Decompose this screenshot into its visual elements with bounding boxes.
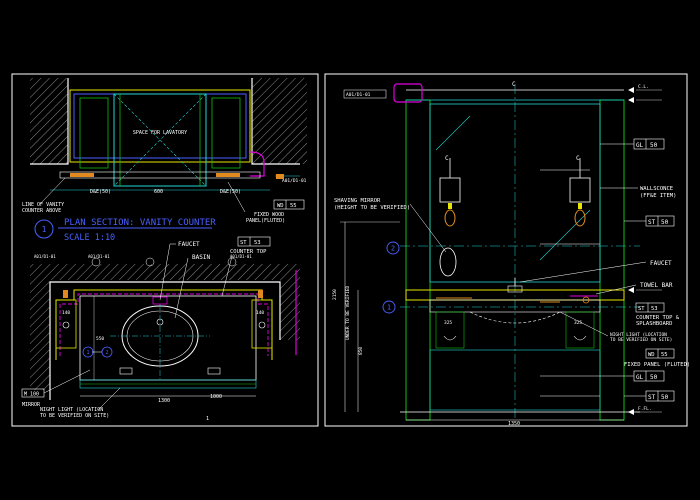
plan-labels: FAUCET BASIN ST 53 COUNTER TOP: [159, 236, 271, 319]
elev-fixed-panel-label: FIXED PANEL (FLUTED): [624, 362, 690, 368]
svg-text:NIGHT LIGHT (LOCATION TO: NIGHT LIGHT (LOCATION TO BE VERIFIED ON …: [610, 332, 672, 343]
svg-text:50: 50: [650, 374, 658, 381]
plan-counter-top-label: COUNTER TOP: [230, 249, 267, 255]
svg-text:C: C: [576, 155, 580, 162]
svg-text:850: 850: [358, 347, 364, 355]
sconce-right: [569, 158, 591, 227]
svg-text:55: 55: [290, 203, 297, 209]
svg-text:A01/D1-01: A01/D1-01: [88, 254, 110, 259]
svg-text:COUNTER TOP & SPLASHBOAR: COUNTER TOP & SPLASHBOARD: [636, 315, 682, 327]
plan-scale: SCALE 1:10: [64, 233, 115, 243]
svg-text:C: C: [445, 155, 449, 162]
svg-text:PANEL(FLUTED): PANEL(FLUTED): [246, 218, 285, 224]
svg-text:ST: ST: [240, 240, 247, 246]
space-for-lavatory-label: SPACE FOR LAVATORY: [133, 130, 187, 136]
svg-text:ST: ST: [648, 219, 656, 226]
plan-dim-bottom: 1300: [158, 398, 170, 404]
sconce-left: [439, 158, 461, 227]
svg-text:A01/D1-01: A01/D1-01: [34, 254, 56, 259]
svg-text:A01/D1-01: A01/D1-01: [346, 92, 371, 98]
svg-text:53: 53: [254, 240, 261, 246]
elev-dim-bottom: 1350: [508, 421, 520, 427]
elev-faucet-label: FAUCET: [650, 260, 672, 267]
svg-text:D&E(50): D&E(50): [90, 189, 111, 195]
title-bubble-number: 1: [42, 225, 47, 234]
line-of-vanity-callout: LINE OF VANITY COUNTER ABOVE: [22, 177, 67, 214]
elev-callout-2: 2: [391, 245, 395, 253]
plan-bottom-labels: M 100 MIRROR NIGHT LIGHT (LOCATION TO BE…: [21, 369, 209, 422]
svg-text:50: 50: [661, 394, 669, 401]
svg-text:A01/D1-01: A01/D1-01: [230, 254, 252, 259]
svg-text:FIXED WOOD: FIXED WOOD: [254, 212, 284, 218]
svg-text:C.L.: C.L.: [638, 84, 649, 90]
svg-text:140: 140: [62, 310, 70, 316]
plan-faucet-label: FAUCET: [178, 241, 200, 248]
elev-vertical-text: UNDER TO BE VERIFIED: [345, 286, 351, 340]
section-marker-top: A01/D1-01: [275, 174, 307, 184]
svg-text:2150: 2150: [332, 289, 338, 300]
line-of-vanity-line1: LINE OF VANITY: [22, 202, 64, 208]
wd-tag-plan: WD 55 FIXED WOOD PANEL(FLUTED): [227, 181, 305, 224]
elevation-labels: GL 50 WALLSCONCE (FF&E ITEM) ST 50 FAUCE…: [334, 138, 690, 402]
svg-text:600: 600: [154, 189, 163, 195]
svg-text:NIGHT LIGHT (LOCATION TO: NIGHT LIGHT (LOCATION TO BE VERIFIED ON …: [40, 407, 109, 419]
svg-text:325: 325: [444, 320, 452, 326]
svg-text:1000: 1000: [210, 394, 222, 400]
plan-callout-2: 2: [105, 350, 108, 356]
svg-text:550: 550: [96, 336, 104, 342]
svg-text:D&E(50): D&E(50): [220, 189, 241, 195]
svg-text:325: 325: [574, 320, 582, 326]
svg-text:50: 50: [650, 142, 658, 149]
level-markers: C.L. F.FL.: [628, 84, 662, 415]
wall-hatch-right: [252, 78, 307, 164]
plan-title-block: 1 PLAN SECTION: VANITY COUNTER SCALE 1:1…: [34, 218, 216, 243]
svg-text:SHAVING MIRROR (HEIGHT T: SHAVING MIRROR (HEIGHT TO BE VERIFIED): [334, 198, 410, 211]
svg-text:55: 55: [661, 352, 668, 358]
svg-text:M 100: M 100: [24, 392, 39, 398]
svg-text:ST: ST: [648, 394, 656, 401]
plan-top: D&E(50) 600 D&E(50) SPACE FOR LAVATORY: [30, 78, 307, 195]
svg-text:ST: ST: [638, 306, 645, 312]
svg-text:WD: WD: [277, 203, 284, 209]
svg-text:GL: GL: [636, 374, 644, 381]
line-of-vanity-line2: COUNTER ABOVE: [22, 208, 61, 214]
plan-callout-1: 1: [86, 350, 89, 356]
svg-text:WD: WD: [648, 352, 655, 358]
elevation: A01/D1-01 C C C 2 1: [332, 81, 662, 427]
svg-text:A01/D1-01: A01/D1-01: [282, 178, 307, 184]
wall-hatch-left: [30, 78, 68, 164]
plan-title: PLAN SECTION: VANITY COUNTER: [64, 218, 216, 228]
svg-text:LINE OF VANITY COUNTER A: LINE OF VANITY COUNTER ABOVE: [22, 202, 67, 214]
svg-text:WALLSCONCE (FF&E ITEM): WALLSCONCE (FF&E ITEM): [640, 186, 676, 199]
plan-basin-label: BASIN: [192, 254, 210, 261]
svg-text:GL: GL: [636, 142, 644, 149]
plan-mirror-label: MIRROR: [22, 402, 41, 408]
svg-text:140: 140: [256, 310, 264, 316]
page-number: 1: [206, 416, 209, 422]
elev-towel-bar-label: TOWEL BAR: [640, 282, 673, 289]
svg-text:53: 53: [651, 306, 658, 312]
svg-text:C: C: [512, 81, 516, 88]
svg-text:F.FL.: F.FL.: [638, 406, 652, 412]
svg-text:50: 50: [661, 219, 669, 226]
plan-bottom: 140 140 1300 1000 550 1 2 A01/D1-01 A0: [30, 254, 300, 404]
elev-callout-1: 1: [387, 304, 391, 312]
right-sheet-border: [324, 73, 688, 427]
